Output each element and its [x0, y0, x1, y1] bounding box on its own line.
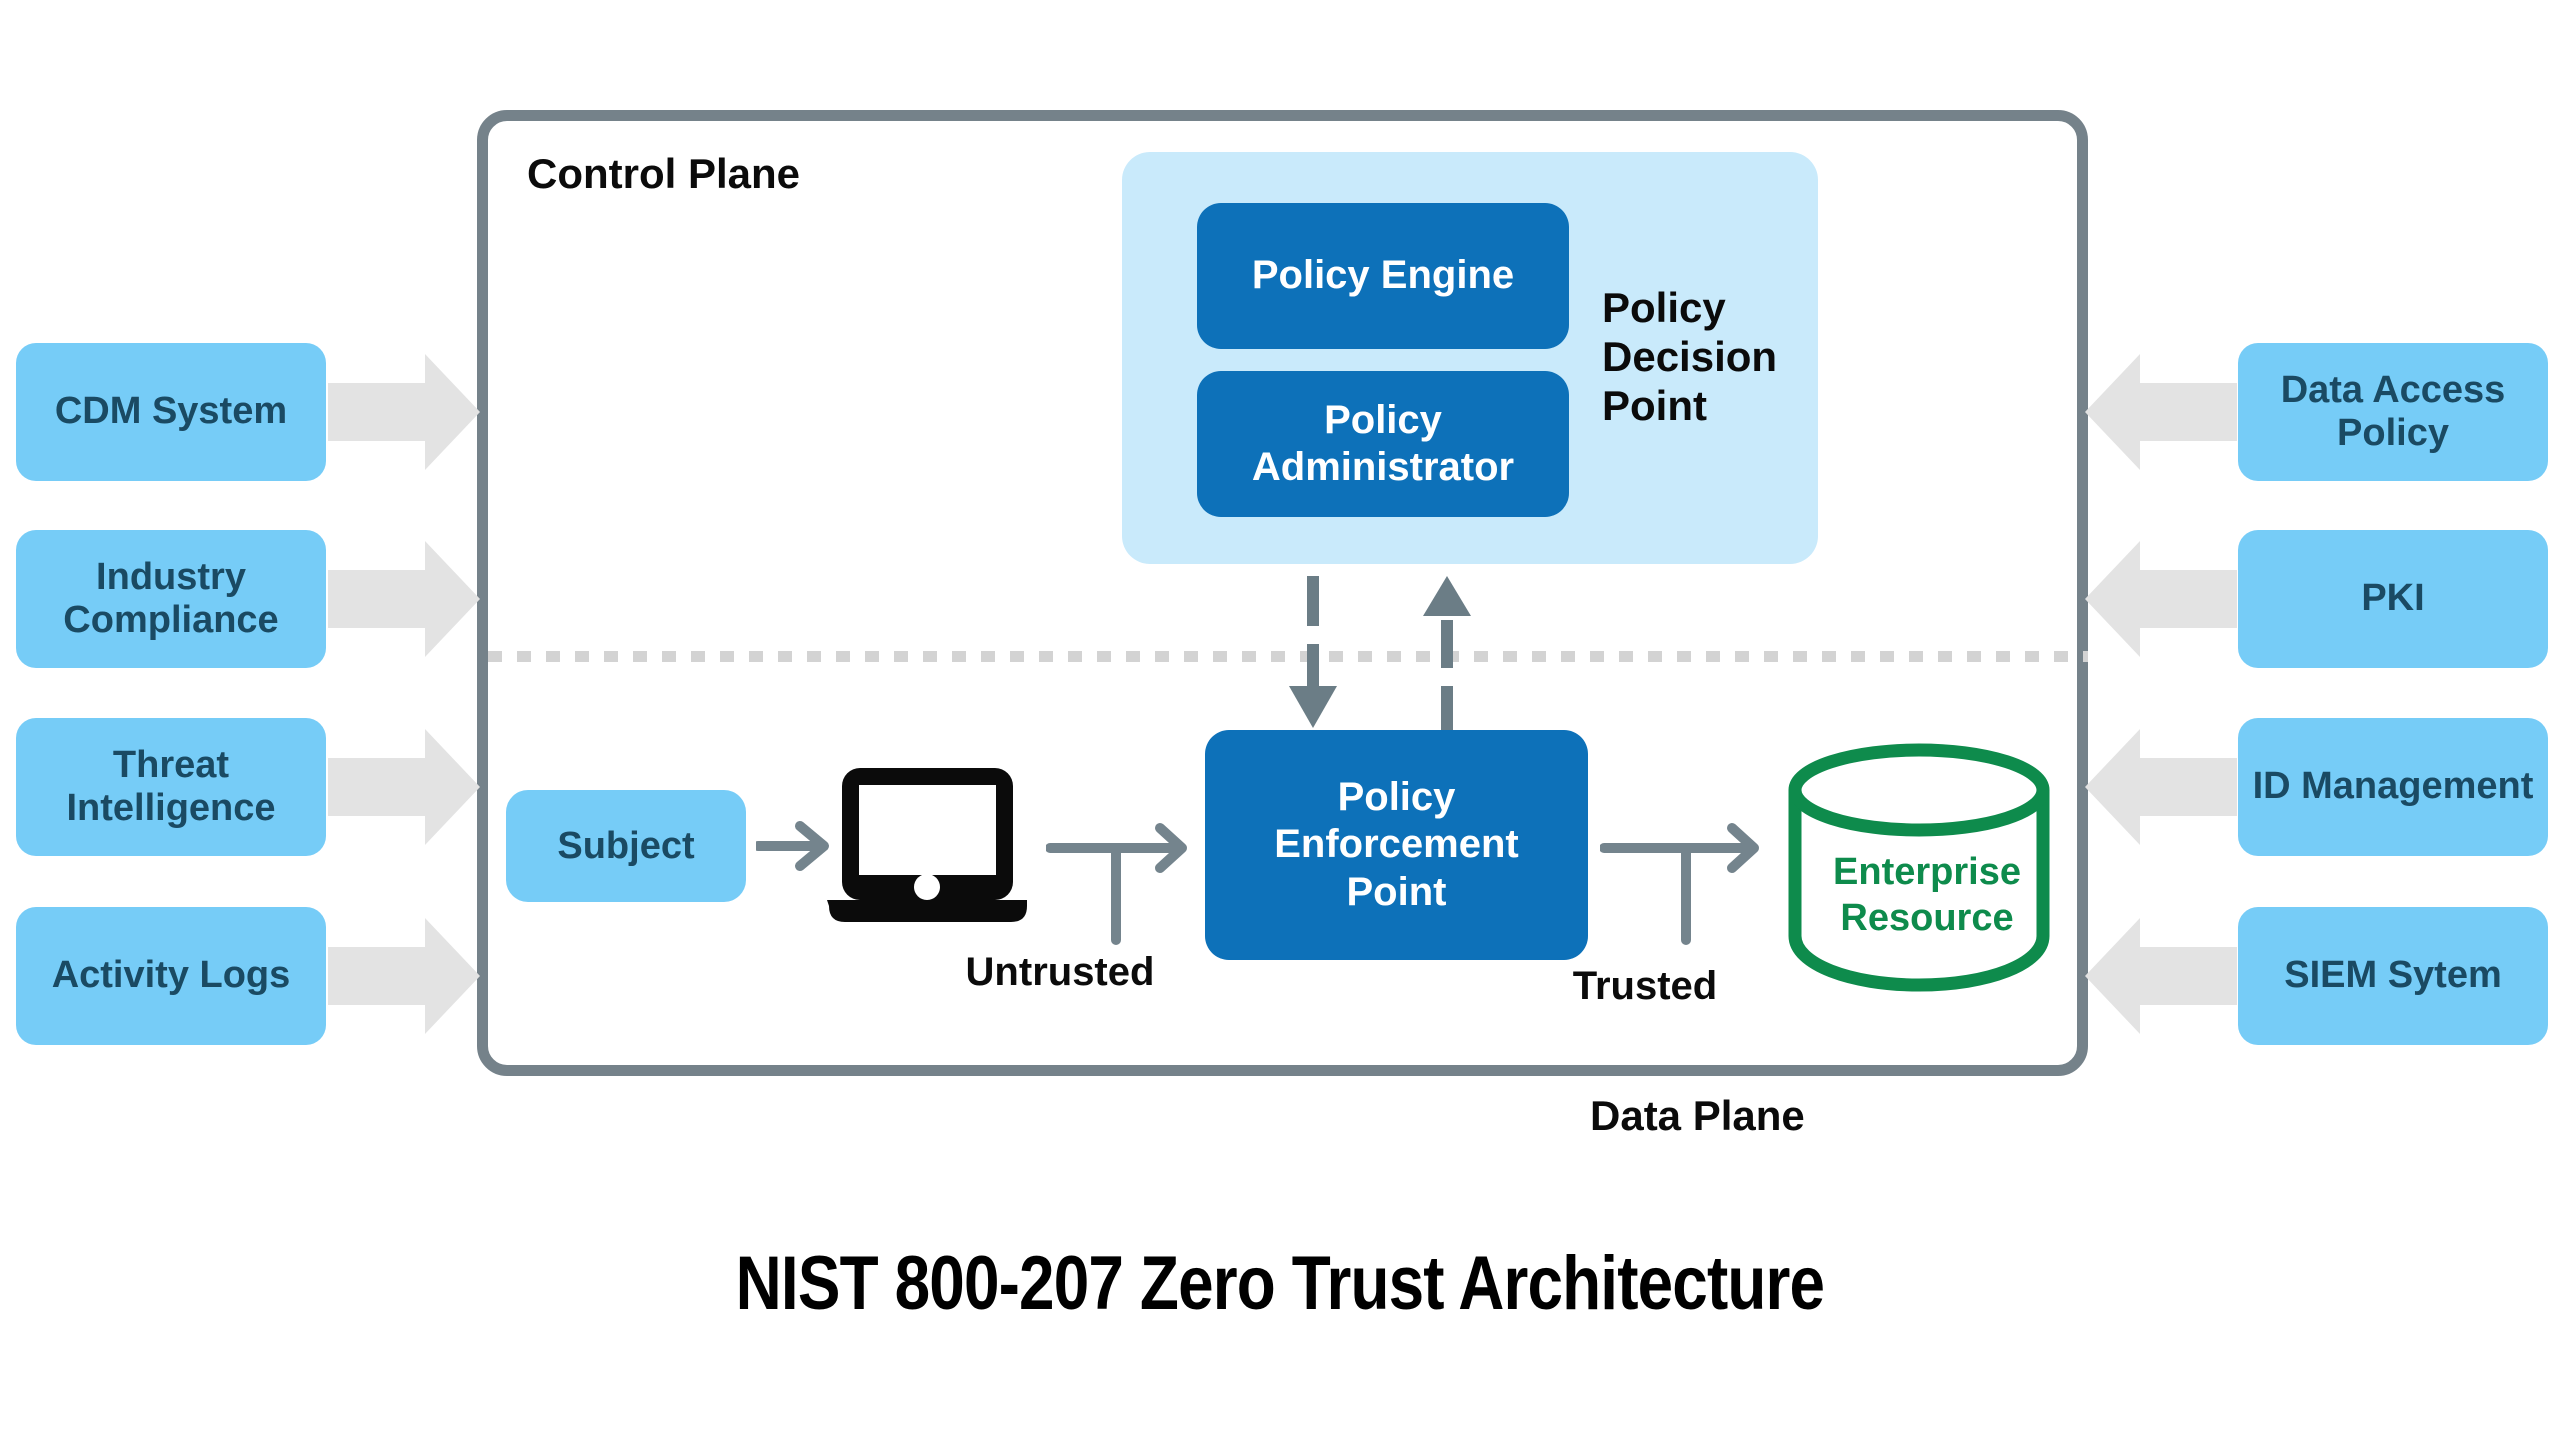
external-box-activity-logs: Activity Logs — [16, 907, 326, 1045]
flow-arrow-pep-to-resource-icon — [1600, 823, 1759, 945]
external-box-data-access-policy: Data Access Policy — [2238, 343, 2548, 481]
policy-administrator-box: Policy Administrator — [1197, 371, 1569, 517]
flow-arrow-subject-to-device-icon — [756, 821, 829, 871]
external-box-industry-compliance: Industry Compliance — [16, 530, 326, 668]
external-box-cdm-system: CDM System — [16, 343, 326, 481]
arrow-left-icon — [2085, 541, 2237, 657]
external-box-threat-intelligence: Threat Intelligence — [16, 718, 326, 856]
arrow-up-dashed-icon — [1423, 576, 1471, 730]
page-title-text: NIST 800-207 Zero Trust Architecture — [735, 1241, 1825, 1326]
external-box-id-management: ID Management — [2238, 718, 2548, 856]
arrow-down-dashed-icon — [1289, 576, 1337, 728]
arrow-right-icon — [328, 729, 480, 845]
arrow-right-icon — [328, 541, 480, 657]
arrow-left-icon — [2085, 354, 2237, 470]
arrow-left-icon — [2085, 918, 2237, 1034]
control-plane-label: Control Plane — [527, 150, 801, 197]
policy-engine-box: Policy Engine — [1197, 203, 1569, 349]
trusted-label: Trusted — [1572, 964, 1718, 1008]
external-box-siem-system: SIEM Sytem — [2238, 907, 2548, 1045]
policy-decision-point-label: Policy Decision Point — [1602, 284, 1778, 430]
database-cylinder-icon — [1788, 743, 2050, 992]
plane-separator-dotted-line — [488, 651, 2088, 662]
untrusted-label: Untrusted — [965, 950, 1155, 994]
flow-arrow-device-to-pep-icon — [1046, 823, 1187, 945]
laptop-icon — [827, 768, 1027, 922]
arrow-right-icon — [328, 918, 480, 1034]
enterprise-resource-label: Enterprise Resource — [1833, 851, 2021, 939]
subject-box: Subject — [506, 790, 746, 902]
external-box-pki: PKI — [2238, 530, 2548, 668]
page-title: NIST 800-207 Zero Trust Architecture — [0, 1240, 2560, 1327]
arrow-right-icon — [328, 354, 480, 470]
arrow-left-icon — [2085, 729, 2237, 845]
data-plane-label: Data Plane — [1590, 1092, 1805, 1139]
policy-enforcement-point-box: Policy Enforcement Point — [1205, 730, 1588, 960]
